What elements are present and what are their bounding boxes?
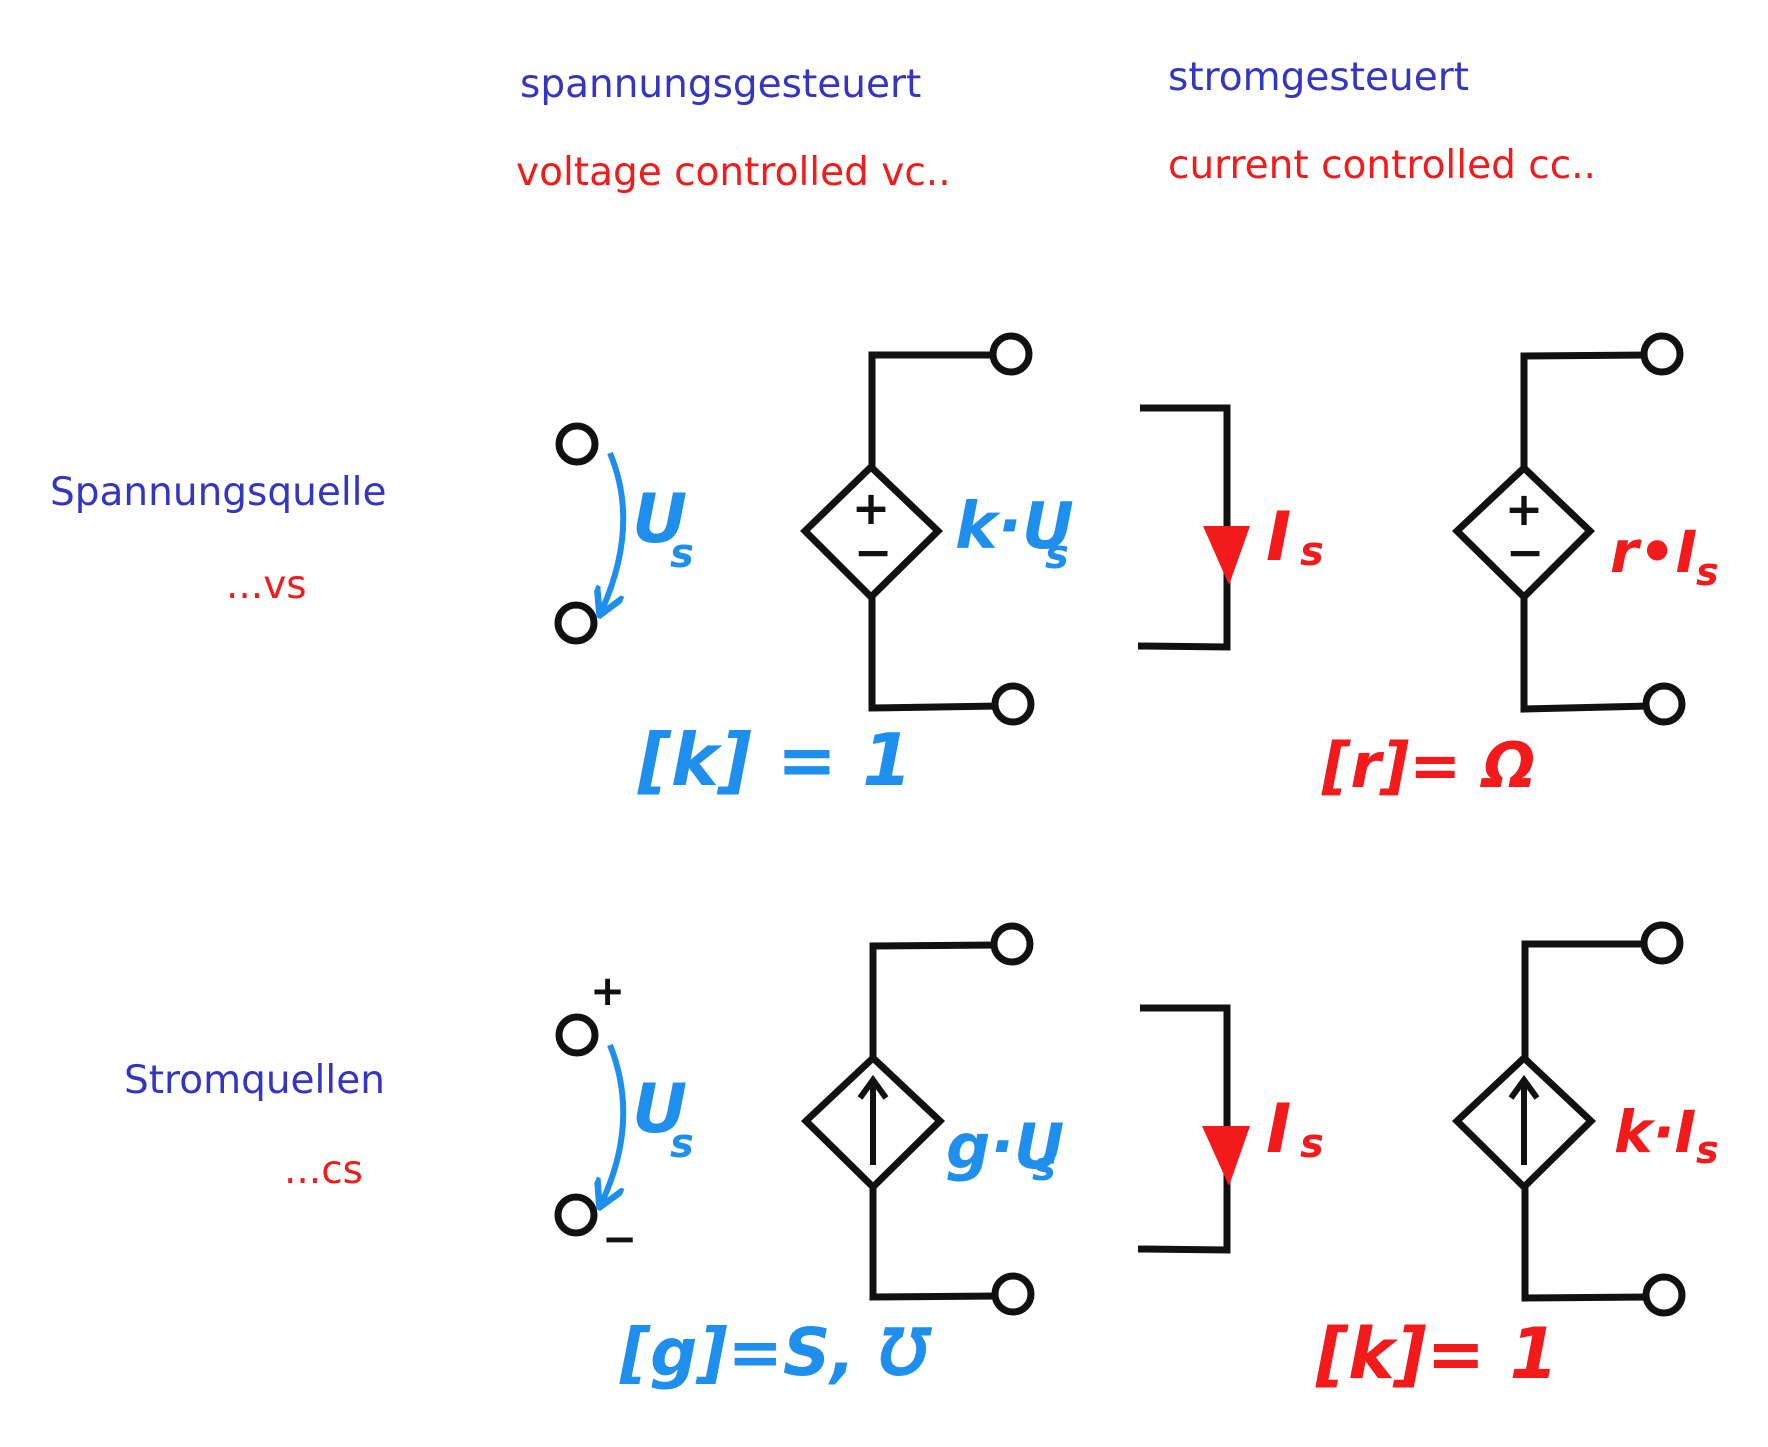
control-current-is-bottom — [1137, 1004, 1250, 1254]
terminal-circle — [991, 1272, 1035, 1316]
terminal-circle — [554, 1193, 598, 1237]
unit-g: [g]=S, ℧ — [619, 1314, 932, 1391]
unit-k-current: [k]= 1 — [1315, 1313, 1558, 1395]
terminal-circle — [555, 422, 599, 466]
current-arrow — [1202, 1126, 1250, 1186]
ccvs-circuit: + − — [1451, 332, 1686, 726]
label-is-top: I — [1266, 498, 1291, 577]
label-is-bottom-sub: s — [1300, 1121, 1324, 1167]
label-ccvs-sub: s — [1696, 550, 1719, 594]
column-header-current-controlled: stromgesteuert — [1168, 55, 1470, 100]
plus-sign: + — [852, 481, 891, 535]
terminal-minus-sign: − — [602, 1214, 637, 1263]
vccs-circuit — [800, 922, 1035, 1316]
minus-sign: − — [854, 525, 893, 579]
label-us-top: U — [632, 480, 687, 559]
column-header-voltage-controlled: spannungsgesteuert — [520, 62, 922, 107]
row-header-current-source: Stromquellen — [124, 1058, 385, 1103]
terminal-circle — [1642, 1273, 1686, 1317]
label-us-top-sub: s — [670, 531, 694, 577]
terminal-plus-sign: + — [590, 966, 625, 1015]
unit-k-voltage: [k] = 1 — [637, 718, 912, 802]
column-subheader-voltage-controlled: voltage controlled vc.. — [516, 150, 951, 195]
row-subheader-voltage-source: ...vs — [226, 563, 307, 608]
label-cccs-sub: s — [1696, 1128, 1719, 1172]
terminal-circle — [554, 601, 598, 645]
label-vccs-sub: s — [1032, 1144, 1056, 1190]
vcvs-circuit: + − — [800, 332, 1035, 726]
label-us-bottom-sub: s — [670, 1121, 694, 1167]
voltage-arrow — [602, 1043, 627, 1202]
terminal-circle — [555, 1013, 599, 1057]
terminal-circle — [1640, 921, 1684, 965]
terminal-circle — [991, 682, 1035, 726]
column-subheader-current-controlled: current controlled cc.. — [1168, 143, 1596, 188]
control-voltage-us-bottom — [554, 1013, 627, 1237]
terminal-circle — [990, 922, 1034, 966]
control-current-is-top — [1137, 404, 1250, 651]
label-is-top-sub: s — [1300, 529, 1324, 575]
row-subheader-current-source: ...cs — [284, 1148, 363, 1193]
voltage-arrow — [602, 451, 627, 610]
label-vcvs: k·U — [955, 490, 1074, 564]
unit-r: [r]= Ω — [1321, 729, 1536, 802]
label-vccs: g·U — [946, 1110, 1064, 1183]
cccs-circuit — [1451, 921, 1686, 1317]
label-ccvs: r•I — [1610, 518, 1697, 586]
terminal-circle — [1640, 332, 1684, 376]
terminal-circle — [1642, 682, 1686, 726]
plus-sign: + — [1505, 482, 1544, 536]
label-us-bottom: U — [632, 1070, 687, 1149]
current-arrow — [1203, 526, 1250, 585]
label-is-bottom: I — [1266, 1090, 1291, 1169]
label-cccs: k·I — [1614, 1098, 1696, 1166]
row-header-voltage-source: Spannungsquelle — [50, 470, 387, 515]
minus-sign: − — [1506, 525, 1545, 579]
terminal-circle — [989, 332, 1033, 376]
label-vcvs-sub: s — [1045, 532, 1069, 578]
control-voltage-us-top — [554, 422, 627, 645]
